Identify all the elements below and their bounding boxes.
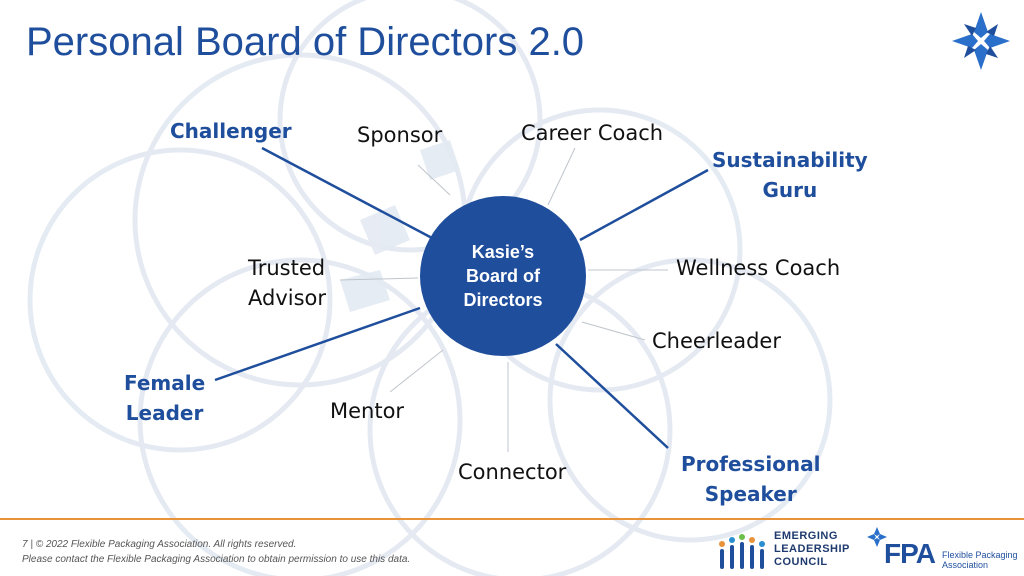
fpa-subtitle: Flexible Packaging Association: [942, 550, 1018, 570]
line-mentor: [389, 349, 444, 393]
line-cheerleader: [581, 321, 646, 341]
elc-line-2: LEADERSHIP: [774, 543, 850, 555]
center-node: Kasie’s Board of Directors: [420, 196, 586, 356]
elc-line-1: EMERGING: [774, 530, 838, 542]
fpa-letters: FPA: [884, 538, 936, 569]
role-trusted-advisor: Trusted Advisor: [248, 256, 327, 310]
line-female-leader: [214, 306, 421, 382]
people-bars-logo-icon: [719, 534, 765, 569]
role-cheerleader: Cheerleader: [652, 329, 781, 353]
role-female-leader: Female Leader: [124, 371, 206, 425]
elc-line-3: COUNCIL: [774, 556, 828, 568]
fpa-logo: FPA Flexible Packaging Association: [866, 526, 1022, 574]
line-sustainability-guru: [579, 168, 709, 242]
fpa-sub-1: Flexible Packaging: [942, 550, 1018, 560]
footer-divider: [0, 518, 1024, 520]
role-connector: Connector: [458, 460, 567, 484]
role-mentor: Mentor: [330, 399, 405, 423]
role-professional-speaker: Professional Speaker: [681, 452, 821, 506]
line-career-coach: [547, 147, 576, 206]
fpa-star-logo-icon: [867, 527, 887, 547]
footer-line-2: Please contact the Flexible Packaging As…: [22, 554, 411, 565]
role-sustainability-guru: Sustainability Guru: [712, 148, 868, 202]
fpa-sub-2: Association: [942, 560, 989, 570]
role-challenger: Challenger: [170, 119, 292, 143]
line-sponsor: [417, 164, 451, 196]
four-point-star-logo-icon: [952, 12, 1010, 70]
page-title: Personal Board of Directors 2.0: [26, 20, 585, 64]
footer-line-1: 7 | © 2022 Flexible Packaging Associatio…: [22, 539, 297, 550]
footer-copyright: 7 | © 2022 Flexible Packaging Associatio…: [22, 537, 410, 567]
elc-logo-text: EMERGING LEADERSHIP COUNCIL: [774, 530, 850, 569]
line-professional-speaker: [555, 343, 669, 449]
line-trusted-advisor: [339, 277, 419, 281]
role-sponsor: Sponsor: [357, 123, 443, 147]
line-challenger: [261, 146, 433, 240]
role-career-coach: Career Coach: [521, 121, 664, 145]
role-wellness-coach: Wellness Coach: [676, 256, 841, 280]
